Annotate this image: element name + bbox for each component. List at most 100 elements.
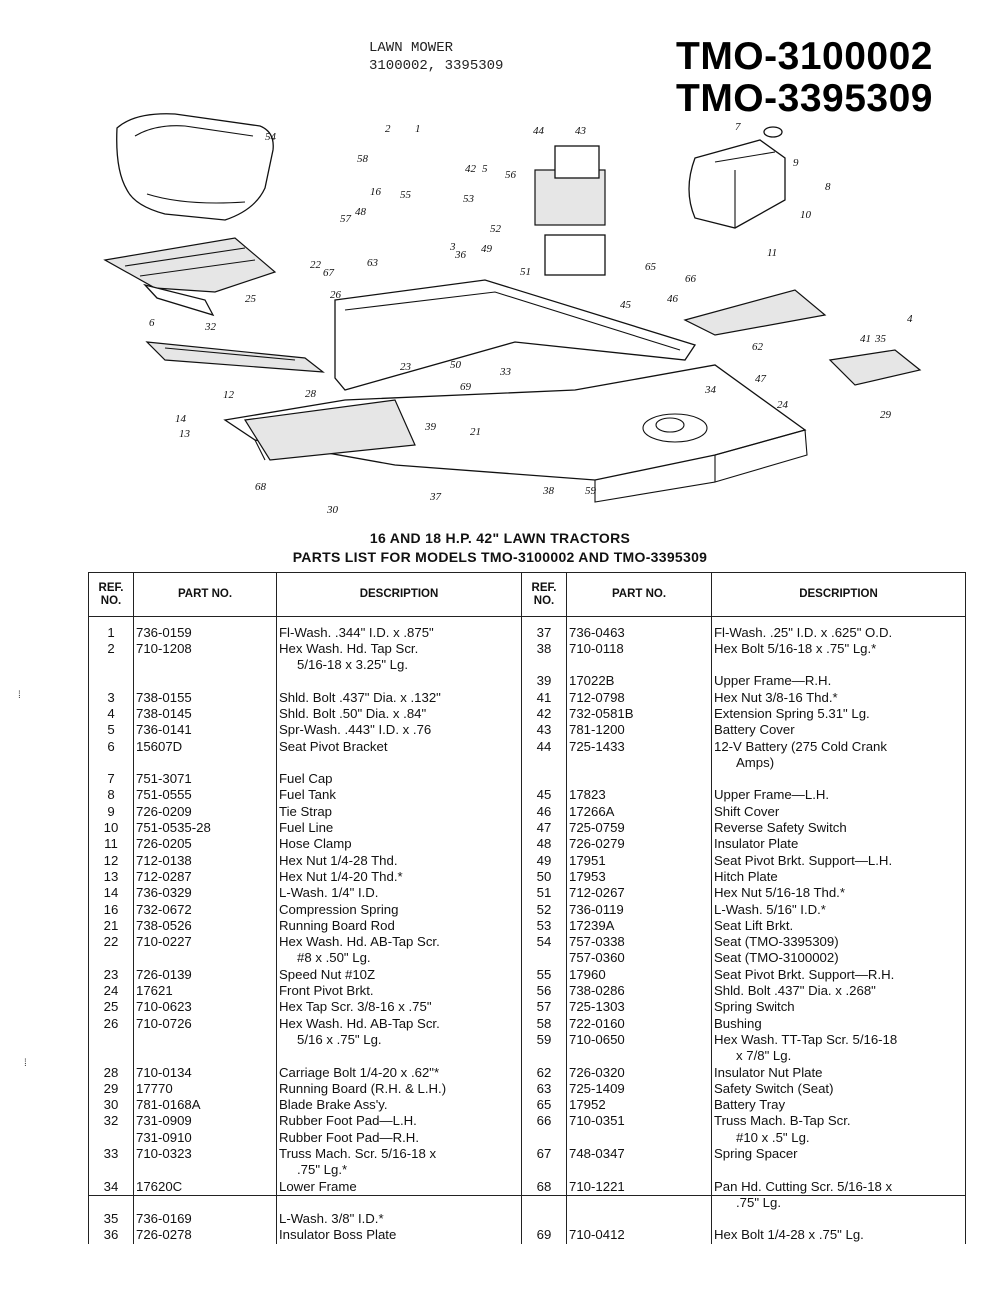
description-cell-text: Hex Wash. Hd. AB-Tap Scr. bbox=[279, 934, 440, 950]
description-cell-continuation: #10 x .5" Lg. bbox=[736, 1129, 810, 1145]
callout-label: 8 bbox=[825, 181, 831, 193]
description-cell: Rubber Foot Pad—R.H. bbox=[276, 1129, 522, 1146]
running-board-left-part bbox=[145, 341, 325, 373]
part-number-cell: 732-0581B bbox=[566, 705, 712, 723]
part-number-cell-text: 710-0134 bbox=[136, 1064, 192, 1080]
ref-number-cell-text: 66 bbox=[536, 1113, 552, 1129]
part-number-cell-text: 726-0205 bbox=[136, 836, 192, 852]
part-number-cell-text: 736-0329 bbox=[136, 885, 192, 901]
ref-number-cell-text: 51 bbox=[536, 885, 552, 901]
header-ref-right: REF. NO. bbox=[521, 572, 567, 617]
part-number-cell-text: 710-1208 bbox=[136, 640, 192, 656]
description-cell-text: Running Board (R.H. & L.H.) bbox=[279, 1080, 447, 1096]
callout-label: 4 bbox=[907, 313, 913, 325]
part-number-cell-text: 712-0798 bbox=[569, 689, 625, 705]
description-cell: Upper Frame—L.H. bbox=[711, 787, 966, 804]
model-number-1: TMO-3100002 bbox=[676, 35, 933, 78]
description-cell: Shld. Bolt .50" Dia. x .84" bbox=[276, 705, 522, 723]
ref-number-cell: 22 bbox=[88, 934, 134, 951]
ref-number-cell: 54 bbox=[521, 934, 567, 951]
ref-number-cell-text: 41 bbox=[536, 689, 552, 705]
description-cell-text: Safety Switch (Seat) bbox=[714, 1080, 834, 1096]
product-title: LAWN MOWER bbox=[369, 40, 454, 56]
part-number-cell-text: 726-0320 bbox=[569, 1064, 625, 1080]
part-number-cell-text: 738-0145 bbox=[136, 705, 192, 721]
part-number-cell-text: 726-0139 bbox=[136, 966, 192, 982]
ref-number-cell-text: 26 bbox=[103, 1015, 119, 1031]
part-number-cell-text: 710-0726 bbox=[136, 1015, 192, 1031]
description-cell: Fuel Tank bbox=[276, 787, 522, 804]
part-number-cell-text: 710-0118 bbox=[569, 640, 624, 656]
part-number-cell: 17952 bbox=[566, 1097, 712, 1114]
callout-label: 16 bbox=[370, 186, 382, 198]
part-number-cell-text: 751-0535-28 bbox=[136, 820, 211, 836]
description-cell: Hex Wash. Hd. AB-Tap Scr. bbox=[276, 934, 522, 951]
table-header-row: REF. NO. PART NO. DESCRIPTION REF. NO. P… bbox=[88, 572, 966, 617]
part-number-cell-text: 725-1409 bbox=[569, 1080, 625, 1096]
callout-label: 5 bbox=[482, 163, 488, 175]
callout-label: 28 bbox=[305, 388, 317, 400]
ref-number-cell-text: 39 bbox=[536, 673, 552, 689]
callout-label: 66 bbox=[685, 273, 697, 285]
caption-line-1: 16 AND 18 H.P. 42" LAWN TRACTORS bbox=[369, 530, 631, 546]
ref-number-cell-text: 4 bbox=[107, 705, 115, 721]
description-cell-text: Upper Frame—L.H. bbox=[714, 787, 830, 803]
part-number-cell-text: 757-0360 bbox=[569, 950, 625, 966]
description-cell: Hex Nut 1/4-20 Thd.* bbox=[276, 868, 522, 886]
part-number-cell-text: 736-0119 bbox=[569, 901, 624, 917]
description-cell-text: Hitch Plate bbox=[714, 868, 778, 884]
part-number-cell: 726-0205 bbox=[133, 836, 277, 853]
description-cell bbox=[711, 771, 966, 788]
ref-number-cell: 58 bbox=[521, 1015, 567, 1032]
upper-frame-part bbox=[334, 279, 697, 391]
description-cell-text: Blade Brake Ass'y. bbox=[279, 1097, 388, 1113]
callout-label: 29 bbox=[880, 409, 892, 421]
description-cell-text: Carriage Bolt 1/4-20 x .62"* bbox=[279, 1064, 440, 1080]
seat-pivot-bracket-part bbox=[103, 237, 277, 317]
ref-number-cell-text: 16 bbox=[103, 901, 119, 917]
part-number-cell: 710-0227 bbox=[133, 934, 277, 951]
description-cell-text: Seat Pivot Bracket bbox=[279, 738, 388, 754]
part-number-cell: 736-0169 bbox=[133, 1211, 277, 1228]
part-number-cell: 710-0623 bbox=[133, 999, 277, 1016]
part-number-cell: 725-1433 bbox=[566, 738, 712, 772]
ref-number-cell: 28 bbox=[88, 1064, 134, 1081]
description-cell: Rubber Foot Pad—L.H. bbox=[276, 1113, 522, 1130]
description-cell: Hex Wash. Hd. AB-Tap Scr. bbox=[276, 1015, 522, 1032]
ref-number-cell-text: 48 bbox=[536, 836, 552, 852]
description-cell-text: Rubber Foot Pad—L.H. bbox=[279, 1113, 417, 1129]
description-cell-text: Reverse Safety Switch bbox=[714, 820, 847, 836]
description-cell: Fl-Wash. .25" I.D. x .625" O.D. bbox=[711, 616, 966, 641]
description-cell-text: Hex Wash. TT-Tap Scr. 5/16-18 bbox=[714, 1031, 898, 1047]
part-number-cell: 757-0338 bbox=[566, 934, 712, 951]
ref-number-cell: 7 bbox=[88, 771, 134, 788]
ref-number-cell: 26 bbox=[88, 1015, 134, 1032]
ref-number-cell: 36 bbox=[88, 1227, 134, 1244]
ref-number-cell-text: 57 bbox=[536, 999, 552, 1015]
description-cell-continuation: .75" Lg. bbox=[736, 1194, 782, 1210]
description-cell bbox=[276, 673, 522, 690]
part-number-cell-text: 732-0581B bbox=[569, 705, 634, 721]
description-cell: Seat Pivot Brkt. Support—L.H. bbox=[711, 852, 966, 869]
part-number-cell-text: 712-0138 bbox=[136, 852, 192, 868]
description-cell-text: Hex Wash. Hd. AB-Tap Scr. bbox=[279, 1015, 440, 1031]
ref-number-cell-text: 12 bbox=[103, 852, 119, 868]
ref-number-cell-text: 49 bbox=[536, 852, 552, 868]
ref-number-cell: 55 bbox=[521, 966, 567, 984]
description-cell-text: Spr-Wash. .443" I.D. x .76 bbox=[279, 722, 432, 738]
description-cell-text: Spring Spacer bbox=[714, 1146, 798, 1161]
part-number-cell: 751-3071 bbox=[133, 771, 277, 788]
description-cell: Spr-Wash. .443" I.D. x .76 bbox=[276, 722, 522, 739]
ref-number-cell: 47 bbox=[521, 820, 567, 837]
callout-label: 68 bbox=[255, 481, 267, 493]
ref-number-cell: 66 bbox=[521, 1113, 567, 1130]
part-number-cell: 731-0909 bbox=[133, 1113, 277, 1130]
description-cell-text: Fl-Wash. .344" I.D. x .875" bbox=[279, 624, 434, 640]
ref-number-cell: 37 bbox=[521, 616, 567, 641]
running-board-right-part bbox=[828, 349, 922, 386]
part-number-cell: 726-0278 bbox=[133, 1227, 277, 1244]
